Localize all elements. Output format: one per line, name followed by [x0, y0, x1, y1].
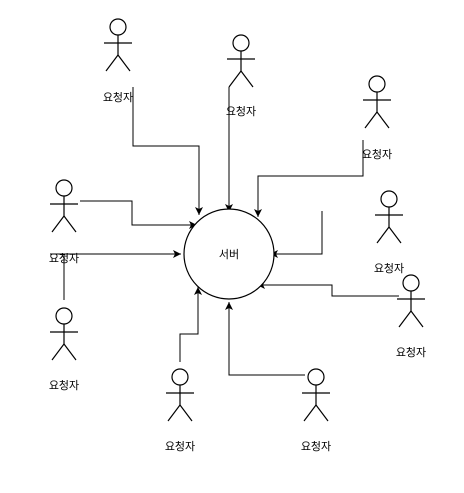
- actor: 요청자: [396, 274, 426, 359]
- actor: 요청자: [226, 34, 256, 118]
- actor-label: 요청자: [396, 346, 426, 359]
- connector-1: [132, 87, 203, 215]
- connector-4: [80, 200, 197, 229]
- actor-label: 요청자: [362, 148, 392, 161]
- actor-label: 요청자: [49, 252, 79, 265]
- connectors: [50, 87, 399, 376]
- connector-5: [270, 211, 323, 258]
- connector-9: [225, 302, 305, 376]
- actor-label: 요청자: [301, 440, 331, 453]
- actor: 요청자: [103, 18, 133, 104]
- server-label: 서버: [219, 248, 239, 261]
- actor: 요청자: [301, 368, 331, 453]
- connector-7: [257, 281, 399, 297]
- actor-label: 요청자: [103, 91, 133, 104]
- connector-8: [179, 287, 202, 362]
- actor-label: 요청자: [226, 105, 256, 118]
- actor: 요청자: [362, 75, 392, 161]
- server-circle: [183, 208, 275, 300]
- actor: 요청자: [165, 368, 195, 453]
- actor: 요청자: [49, 179, 79, 265]
- actor: 요청자: [49, 307, 79, 392]
- actor-label: 요청자: [49, 379, 79, 392]
- connector-3: [254, 140, 364, 217]
- actor-label: 요청자: [374, 262, 404, 275]
- actor: 요청자: [374, 190, 404, 275]
- actor-label: 요청자: [165, 440, 195, 453]
- server-node: 서버: [183, 208, 275, 300]
